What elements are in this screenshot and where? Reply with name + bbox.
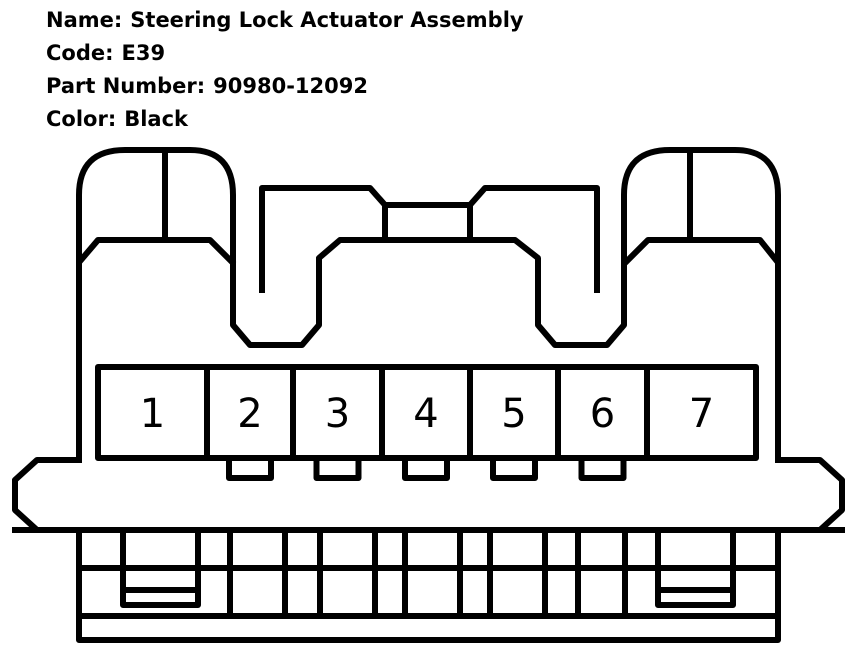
name-row: Name: Steering Lock Actuator Assembly bbox=[46, 4, 746, 37]
color-row: Color: Black bbox=[46, 103, 746, 136]
pin-lock-tab bbox=[313, 455, 362, 481]
part-number-label: Part Number: bbox=[46, 74, 206, 98]
pin-number-7: 7 bbox=[689, 391, 714, 437]
code-label: Code: bbox=[46, 41, 114, 65]
part-number-row: Part Number: 90980-12092 bbox=[46, 70, 746, 103]
right-flange bbox=[775, 457, 845, 533]
pin-number-6: 6 bbox=[590, 391, 615, 437]
top-key-tab bbox=[382, 202, 473, 243]
code-value: E39 bbox=[121, 41, 166, 65]
pin-lock-tab bbox=[490, 455, 538, 481]
bottom-section-outline bbox=[76, 527, 781, 643]
name-value: Steering Lock Actuator Assembly bbox=[130, 8, 524, 32]
right-bottom-latch bbox=[655, 527, 736, 608]
left-tower-inner-line bbox=[76, 237, 237, 267]
left-flange bbox=[12, 457, 82, 533]
pin-number-1: 1 bbox=[140, 391, 165, 437]
left-bottom-latch bbox=[120, 527, 201, 608]
pin-lock-tab bbox=[226, 455, 274, 481]
name-label: Name: bbox=[46, 8, 123, 32]
pin-lock-tab bbox=[402, 455, 450, 481]
pin-number-2: 2 bbox=[237, 391, 262, 437]
pin-row: 1 2 3 4 5 6 7 bbox=[95, 364, 759, 481]
pin-number-3: 3 bbox=[325, 391, 350, 437]
color-value: Black bbox=[124, 107, 189, 131]
part-number-value: 90980-12092 bbox=[213, 74, 368, 98]
pin-lock-tab bbox=[578, 455, 627, 481]
connector-info: Name: Steering Lock Actuator Assembly Cod… bbox=[46, 4, 746, 136]
right-tower-inner-line bbox=[621, 237, 781, 267]
top-key-frame bbox=[259, 185, 600, 293]
color-label: Color: bbox=[46, 107, 117, 131]
pin-number-5: 5 bbox=[501, 391, 526, 437]
code-row: Code: E39 bbox=[46, 37, 746, 70]
pin-number-4: 4 bbox=[413, 391, 438, 437]
